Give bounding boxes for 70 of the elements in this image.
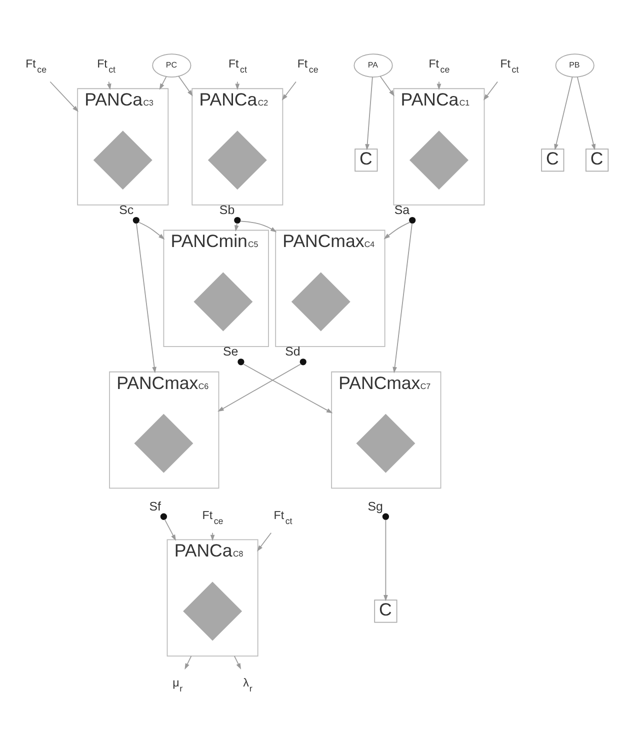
node-label: C7 [420, 382, 431, 391]
node-label: C2 [258, 98, 268, 108]
node-label: C6 [198, 382, 209, 391]
arrow [159, 76, 167, 90]
node-text: Ft$_{ce}$ [202, 510, 224, 526]
node-label: C5 [248, 240, 258, 250]
arrow [218, 364, 302, 412]
arrow [554, 76, 573, 150]
node-diamond [410, 130, 468, 190]
arrow [136, 222, 156, 374]
node-box: C [586, 148, 609, 172]
node-label: C4 [364, 240, 375, 250]
arrow [483, 81, 498, 100]
arrow [138, 222, 165, 240]
node-label: Sa [394, 203, 410, 218]
arrow [282, 81, 296, 100]
node-box: C [374, 600, 398, 623]
node-text: Ft$_{ce}$ [26, 58, 47, 75]
node-label: C3 [143, 98, 154, 108]
arrow [234, 656, 242, 670]
node-label: C1 [459, 98, 470, 108]
arrow [210, 532, 215, 542]
arrow [380, 76, 394, 96]
arrow [178, 76, 193, 96]
arrow [257, 532, 272, 552]
node-label: Sc [119, 203, 134, 218]
node-diamond [183, 582, 242, 641]
node-circle [409, 216, 416, 224]
arrow [576, 76, 596, 150]
node-box: C [354, 148, 378, 172]
node-label: Se [222, 344, 238, 359]
node-text: λ$_{r}$ [243, 678, 252, 694]
arrow [240, 220, 277, 232]
node-diamond [93, 130, 152, 190]
node-diamond [134, 414, 194, 473]
node-label: C8 [232, 550, 244, 559]
node-circle [238, 358, 244, 366]
arrow [384, 222, 410, 240]
arrow [184, 656, 192, 670]
arrow [50, 81, 78, 112]
node-text: Ft$_{ce}$ [297, 58, 318, 75]
node-diamond [291, 272, 350, 332]
node-label: Sd [285, 344, 300, 359]
node-ellipse: PB [555, 54, 594, 78]
node-circle [160, 513, 168, 520]
node-text: Ft$_{ct}$ [500, 58, 519, 75]
node-box: C [541, 148, 564, 172]
node-circle [382, 513, 390, 520]
node-label: Sg [368, 499, 383, 514]
arrow [365, 76, 373, 150]
arrow [234, 222, 239, 232]
node-text: Ft$_{ct}$ [97, 58, 116, 75]
node-text: Ft$_{ct}$ [274, 510, 292, 526]
node-text: Ft$_{ct}$ [228, 58, 247, 75]
node-diamond [356, 414, 416, 473]
arrow [164, 519, 176, 541]
node-ellipse: PC [152, 54, 192, 78]
node-diamond [208, 130, 267, 190]
node-circle [234, 216, 241, 224]
arrow [242, 364, 333, 414]
node-label: Sb [219, 203, 235, 218]
node-ellipse: PA [354, 54, 393, 78]
node-circle [132, 216, 140, 224]
node-circle [300, 358, 306, 366]
arrow [392, 222, 413, 374]
arrow [384, 519, 388, 602]
node-text: Ft$_{ce}$ [428, 58, 450, 75]
node-diamond [194, 272, 253, 332]
node-text: μ$_{r}$ [172, 678, 183, 694]
node-label: Sf [149, 499, 162, 514]
